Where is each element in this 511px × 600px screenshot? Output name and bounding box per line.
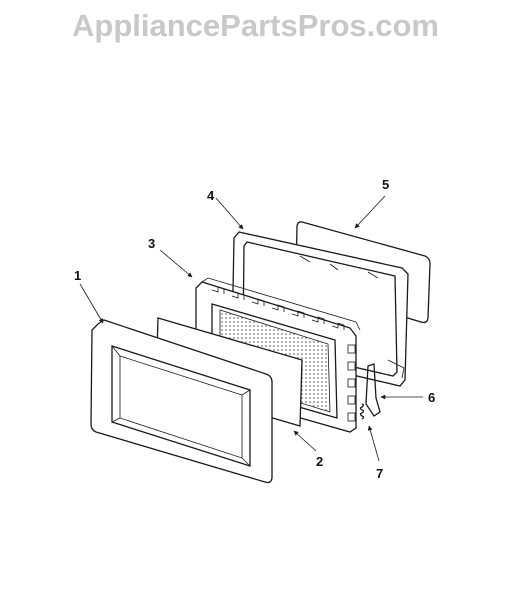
leader-3: [159, 249, 193, 278]
leader-5: [354, 195, 386, 229]
leader-1: [79, 283, 104, 324]
callout-7: 7: [376, 466, 383, 481]
part-7-spring: [359, 403, 365, 420]
part-6-latch: [365, 363, 381, 417]
leader-4: [215, 197, 244, 230]
callout-4: 4: [207, 188, 215, 203]
callout-2: 2: [316, 454, 323, 469]
leader-2: [293, 430, 317, 452]
leader-7: [367, 425, 380, 462]
callout-6: 6: [428, 390, 435, 405]
callout-5: 5: [382, 177, 389, 192]
part-1-door-frame: [90, 319, 273, 484]
callout-3: 3: [148, 236, 155, 251]
callout-1: 1: [74, 268, 81, 283]
leader-lines: [79, 195, 423, 462]
site-watermark: AppliancePartsPros.com: [72, 8, 439, 43]
